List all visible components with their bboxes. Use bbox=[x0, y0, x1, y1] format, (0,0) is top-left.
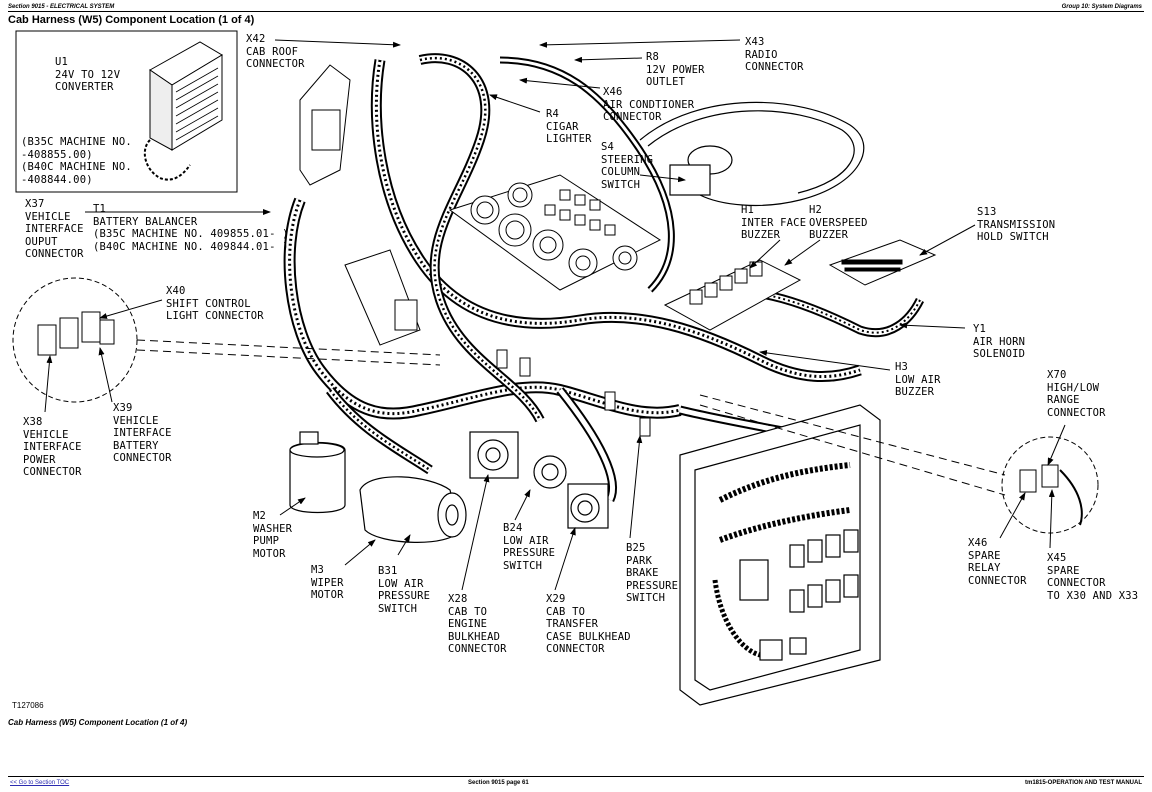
toc-link[interactable]: << Go to Section TOC bbox=[10, 780, 70, 786]
washer-pump-drawing bbox=[289, 431, 346, 514]
s13-panel-drawing bbox=[828, 239, 937, 286]
label-x43: X43 RADIO CONNECTOR bbox=[745, 36, 804, 74]
label-x46-ac: X46 AIR CONDTIONER CONNECTOR bbox=[603, 86, 695, 124]
leader-lines bbox=[44, 39, 1066, 591]
label-x70: X70 HIGH/LOW RANGE CONNECTOR bbox=[1047, 369, 1106, 419]
page-title: Cab Harness (W5) Component Location (1 o… bbox=[8, 14, 255, 26]
figure-caption: Cab Harness (W5) Component Location (1 o… bbox=[8, 718, 188, 727]
label-x29: X29 CAB TO TRANSFER CASE BULKHEAD CONNEC… bbox=[546, 593, 631, 656]
bulkhead-connectors-drawing bbox=[469, 431, 609, 529]
projection-lines bbox=[136, 339, 1006, 496]
harness-bundles bbox=[283, 53, 925, 503]
label-x46-spare: X46 SPARE RELAY CONNECTOR bbox=[968, 537, 1027, 587]
label-h3: H3 LOW AIR BUZZER bbox=[895, 361, 941, 399]
label-t1: T1 BATTERY BALANCER (B35C MACHINE NO. 40… bbox=[93, 203, 289, 253]
label-m2: M2 WASHER PUMP MOTOR bbox=[253, 510, 293, 560]
footer-manual: tm1815-OPERATION AND TEST MANUAL bbox=[1024, 780, 1142, 786]
u1-converter-drawing bbox=[143, 41, 223, 181]
label-x28: X28 CAB TO ENGINE BULKHEAD CONNECTOR bbox=[448, 593, 507, 656]
detail-connectors-drawing bbox=[37, 311, 1083, 526]
steering-wheel-drawing bbox=[639, 101, 865, 207]
header-rule bbox=[8, 11, 1144, 12]
label-r8: R8 12V POWER OUTLET bbox=[646, 51, 705, 89]
pressure-switches-drawing bbox=[496, 349, 651, 437]
footer-page: Section 9015 page 61 bbox=[468, 780, 529, 786]
label-b31: B31 LOW AIR PRESSURE SWITCH bbox=[378, 565, 431, 615]
figure-id: T127086 bbox=[12, 701, 44, 710]
roof-console-drawing bbox=[299, 64, 351, 186]
label-x37: X37 VEHICLE INTERFACE OUPUT CONNECTOR bbox=[25, 198, 84, 261]
label-r4: R4 CIGAR LIGHTER bbox=[546, 108, 592, 146]
label-x38: X38 VEHICLE INTERFACE POWER CONNECTOR bbox=[23, 416, 82, 479]
label-h1: H1 INTER FACE BUZZER bbox=[741, 204, 807, 242]
label-b25: B25 PARK BRAKE PRESSURE SWITCH bbox=[626, 542, 679, 605]
label-m3: M3 WIPER MOTOR bbox=[311, 564, 344, 602]
header-group: Group 10: System Diagrams bbox=[1061, 4, 1142, 10]
label-u1-serial: (B35C MACHINE NO. -408855.00) (B40C MACH… bbox=[21, 136, 132, 186]
instrument-panel-drawing bbox=[448, 174, 662, 291]
t1-battery-balancer-drawing bbox=[344, 249, 421, 346]
label-h2: H2 OVERSPEED BUZZER bbox=[809, 204, 868, 242]
fuse-relay-box-drawing bbox=[679, 404, 881, 706]
footer-rule bbox=[8, 776, 1144, 777]
label-x40: X40 SHIFT CONTROL LIGHT CONNECTOR bbox=[166, 285, 264, 323]
label-s4: S4 STEERING COLUMN SWITCH bbox=[601, 141, 654, 191]
label-b24: B24 LOW AIR PRESSURE SWITCH bbox=[503, 522, 556, 572]
u1-inset-frame bbox=[15, 30, 238, 193]
wiper-motor-drawing bbox=[359, 476, 467, 543]
header-section: Section 9015 - ELECTRICAL SYSTEM bbox=[8, 4, 115, 10]
label-x39: X39 VEHICLE INTERFACE BATTERY CONNECTOR bbox=[113, 402, 172, 465]
label-u1: U1 24V TO 12V CONVERTER bbox=[55, 56, 121, 94]
label-y1: Y1 AIR HORN SOLENOID bbox=[973, 323, 1026, 361]
label-s13: S13 TRANSMISSION HOLD SWITCH bbox=[977, 206, 1056, 244]
label-x42: X42 CAB ROOF CONNECTOR bbox=[246, 33, 305, 71]
label-x45: X45 SPARE CONNECTOR TO X30 AND X33 bbox=[1047, 552, 1139, 602]
